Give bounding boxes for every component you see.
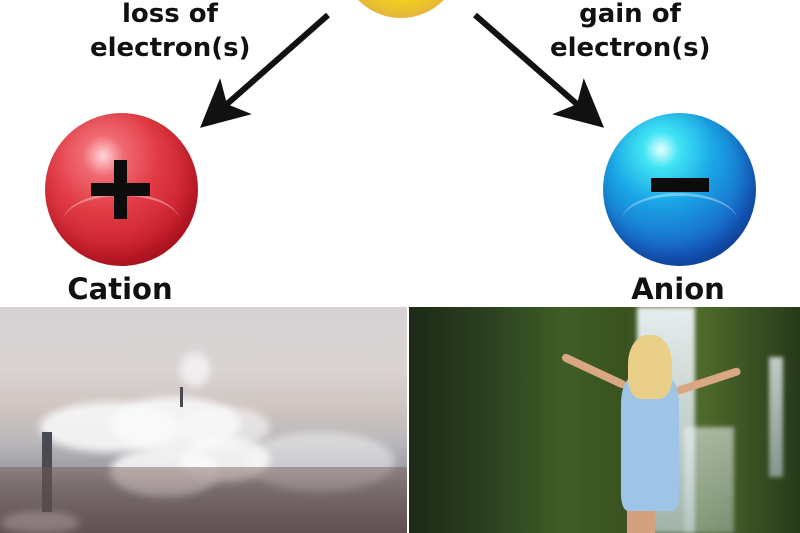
plus-icon-vertical (114, 160, 127, 219)
anion-sphere (603, 113, 756, 266)
loss-of-electrons-label: loss of electron(s) (90, 0, 250, 65)
gain-of-electrons-label: gain of electron(s) (550, 0, 710, 65)
loss-line-1: loss of (122, 0, 218, 29)
arrow-to-cation (199, 12, 330, 128)
ion-formation-diagram: loss of electron(s) gain of electron(s) … (45, 0, 756, 306)
waterfall-woman-photo (409, 307, 800, 533)
minus-icon (651, 178, 709, 192)
gain-line-1: gain of (579, 0, 681, 29)
industrial-pollution-photo (0, 307, 407, 533)
anion-label: Anion (631, 272, 725, 306)
cation-label: Cation (67, 272, 173, 306)
arrow-to-anion (473, 12, 605, 128)
cation-sphere (45, 113, 198, 266)
loss-line-2: electron(s) (90, 33, 251, 63)
arrows (199, 12, 605, 128)
gain-line-2: electron(s) (550, 33, 711, 63)
